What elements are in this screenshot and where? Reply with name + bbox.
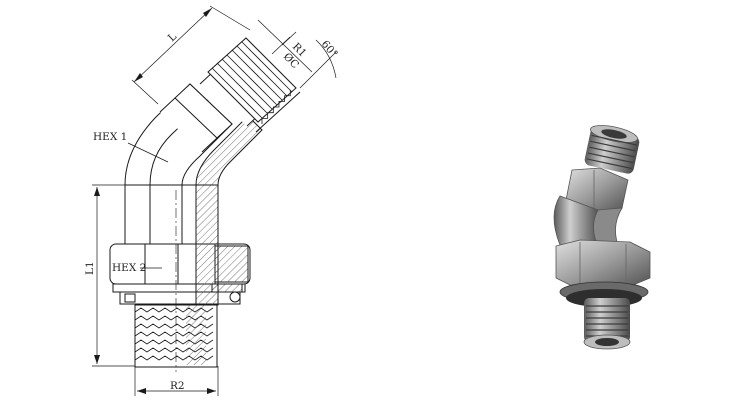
section-view xyxy=(109,37,301,372)
label-hex1: HEX 1 xyxy=(93,131,127,143)
label-angle: 60° xyxy=(319,38,340,60)
label-L: L xyxy=(166,31,179,44)
label-hex2: HEX 2 xyxy=(112,262,146,274)
hex1 xyxy=(159,69,263,153)
seal-washer xyxy=(112,283,246,305)
body-lower xyxy=(124,184,219,306)
product-render xyxy=(553,125,651,350)
label-R2: R2 xyxy=(170,380,185,392)
label-L1: L1 xyxy=(84,261,96,275)
top-thread xyxy=(207,37,301,133)
render-bottom-thread xyxy=(583,298,631,350)
render-top-thread xyxy=(584,125,640,174)
dimensions xyxy=(92,5,337,396)
